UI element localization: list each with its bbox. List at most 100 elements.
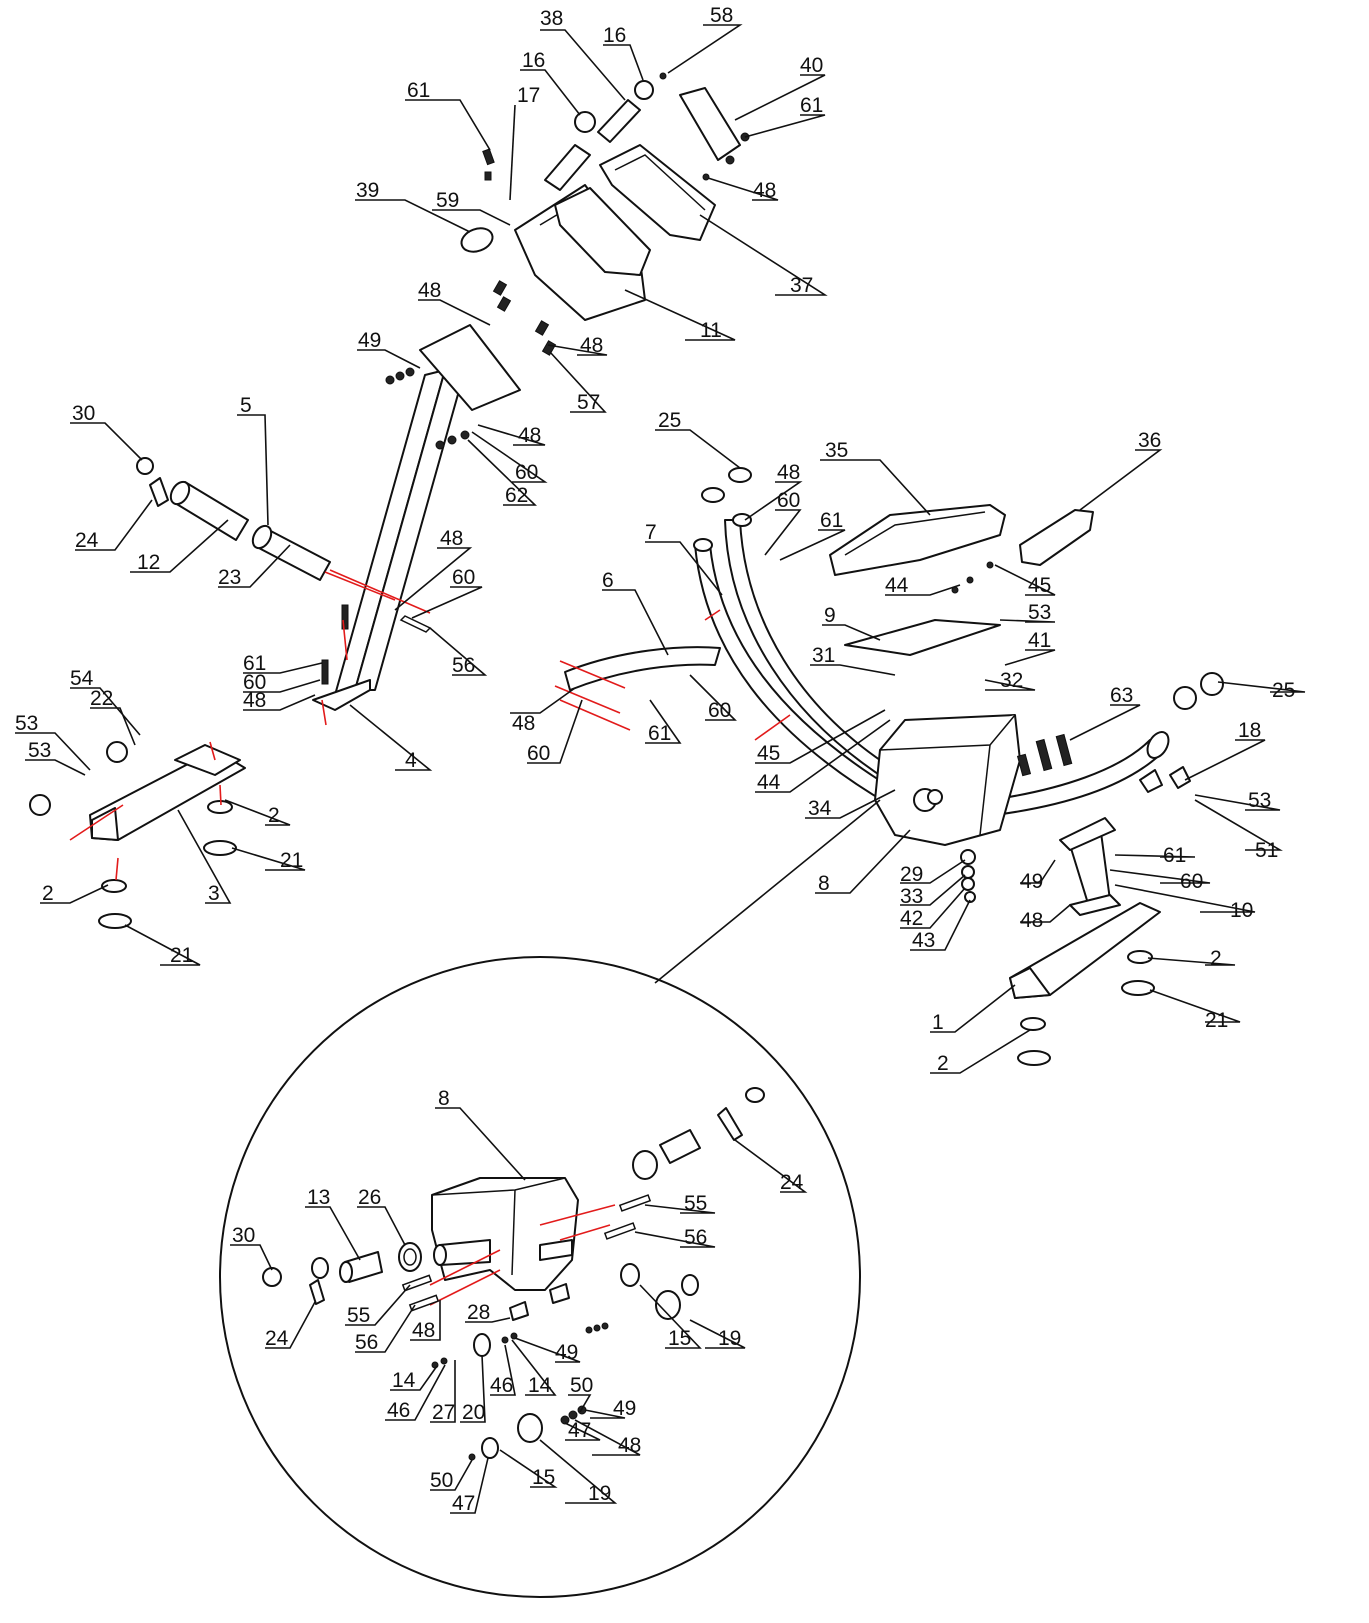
callout-61: 61	[1163, 844, 1186, 867]
callout-2: 2	[937, 1052, 949, 1075]
inset-callout-14: 14	[528, 1374, 552, 1397]
callout-34: 34	[808, 797, 832, 820]
callout-61: 61	[243, 652, 266, 675]
part-18-clip	[1139, 769, 1163, 793]
callout-57: 57	[577, 391, 600, 414]
inset-callout-56: 56	[355, 1331, 378, 1354]
part-17-tube	[544, 144, 591, 191]
seat-rail-assembly	[554, 467, 1224, 816]
seat-assembly	[829, 504, 1094, 656]
detail-circle	[219, 956, 861, 1598]
inset-callout-24: 24	[265, 1327, 289, 1350]
callout-8: 8	[818, 872, 830, 895]
inset-callout-8: 8	[438, 1087, 450, 1110]
part-2-foot-c	[1127, 950, 1153, 964]
callout-labels: 38 16 58 16 40 17 61 61 48 39 59 37 11 4…	[15, 4, 1295, 1515]
callout-21: 21	[280, 849, 303, 872]
callout-58: 58	[710, 4, 733, 27]
inset-callout-19: 19	[588, 1482, 611, 1505]
callout-53: 53	[1028, 601, 1051, 624]
part-30-knob	[136, 457, 154, 475]
part-24-pin	[149, 477, 169, 507]
callout-63: 63	[1110, 684, 1133, 707]
inset-callout-46: 46	[387, 1399, 410, 1422]
callout-45: 45	[757, 742, 780, 765]
callout-17: 17	[517, 84, 540, 107]
callout-37: 37	[790, 274, 813, 297]
callout-40: 40	[800, 54, 823, 77]
callout-48: 48	[753, 179, 776, 202]
part-38-tube	[597, 99, 641, 143]
callout-48: 48	[418, 279, 441, 302]
callout-7: 7	[645, 521, 657, 544]
part-21-cap-d	[1017, 1050, 1051, 1066]
inset-callout-47: 47	[568, 1419, 591, 1442]
callout-53: 53	[1248, 789, 1271, 812]
callout-48: 48	[512, 712, 535, 735]
part-21-cap-b	[98, 913, 132, 929]
callout-12: 12	[137, 551, 160, 574]
inset-callout-47: 47	[452, 1492, 475, 1515]
callout-18: 18	[1238, 719, 1261, 742]
callout-21: 21	[1205, 1009, 1228, 1032]
callout-60: 60	[243, 671, 266, 694]
callout-60: 60	[1180, 870, 1203, 893]
callout-60: 60	[708, 699, 731, 722]
part-22-wheel-b	[29, 794, 51, 816]
callout-22: 22	[90, 687, 113, 710]
inset-callout-48: 48	[618, 1434, 641, 1457]
inset-callout-49: 49	[613, 1397, 636, 1420]
inset-callout-28: 28	[467, 1301, 490, 1324]
callout-4: 4	[405, 749, 417, 772]
part-21-cap-c	[1121, 980, 1155, 996]
inset-callout-13: 13	[307, 1186, 330, 1209]
callout-60: 60	[452, 566, 475, 589]
inset-callout-48: 48	[412, 1319, 435, 1342]
callout-10: 10	[1230, 899, 1253, 922]
part-16-knob-a	[634, 80, 654, 100]
callout-16: 16	[522, 49, 545, 72]
inset-callout-15: 15	[532, 1466, 555, 1489]
callout-2: 2	[268, 804, 280, 827]
callout-54: 54	[70, 667, 94, 690]
callout-16: 16	[603, 24, 626, 47]
inset-callout-24: 24	[780, 1171, 804, 1194]
callout-56: 56	[452, 654, 475, 677]
part-2-foot-d	[1020, 1017, 1046, 1031]
callout-48: 48	[518, 424, 541, 447]
callout-51: 51	[1255, 839, 1278, 862]
part-4-base-plate	[312, 679, 371, 711]
callout-42: 42	[900, 907, 923, 930]
handlebar-assembly	[460, 72, 750, 356]
part-6-crossbar	[564, 646, 721, 691]
callout-62: 62	[505, 484, 528, 507]
callout-5: 5	[240, 394, 252, 417]
leader-lines	[15, 24, 1306, 1514]
callout-2: 2	[1210, 947, 1222, 970]
callout-30: 30	[72, 402, 95, 425]
arm-assembly	[136, 457, 396, 601]
inset-callout-56: 56	[684, 1226, 707, 1249]
part-2-foot-a	[207, 800, 233, 814]
callout-32: 32	[1000, 669, 1023, 692]
callout-21: 21	[170, 944, 193, 967]
callout-24: 24	[75, 529, 99, 552]
callout-1: 1	[932, 1011, 944, 1034]
part-16-knob-b	[574, 111, 596, 133]
callout-39: 39	[356, 179, 379, 202]
callout-45: 45	[1028, 574, 1051, 597]
inset-callout-46: 46	[490, 1374, 513, 1397]
inset-callout-55: 55	[347, 1304, 370, 1327]
callout-61: 61	[820, 509, 843, 532]
callout-48: 48	[1020, 909, 1043, 932]
part-25-cap-a	[728, 467, 752, 483]
inset-callout-26: 26	[358, 1186, 381, 1209]
part-25-cap-b	[1200, 672, 1224, 696]
callout-61: 61	[800, 94, 823, 117]
callout-31: 31	[812, 644, 835, 667]
inset-callout-50: 50	[430, 1469, 453, 1492]
callout-48: 48	[440, 527, 463, 550]
callout-61: 61	[648, 722, 671, 745]
callout-41: 41	[1028, 629, 1051, 652]
